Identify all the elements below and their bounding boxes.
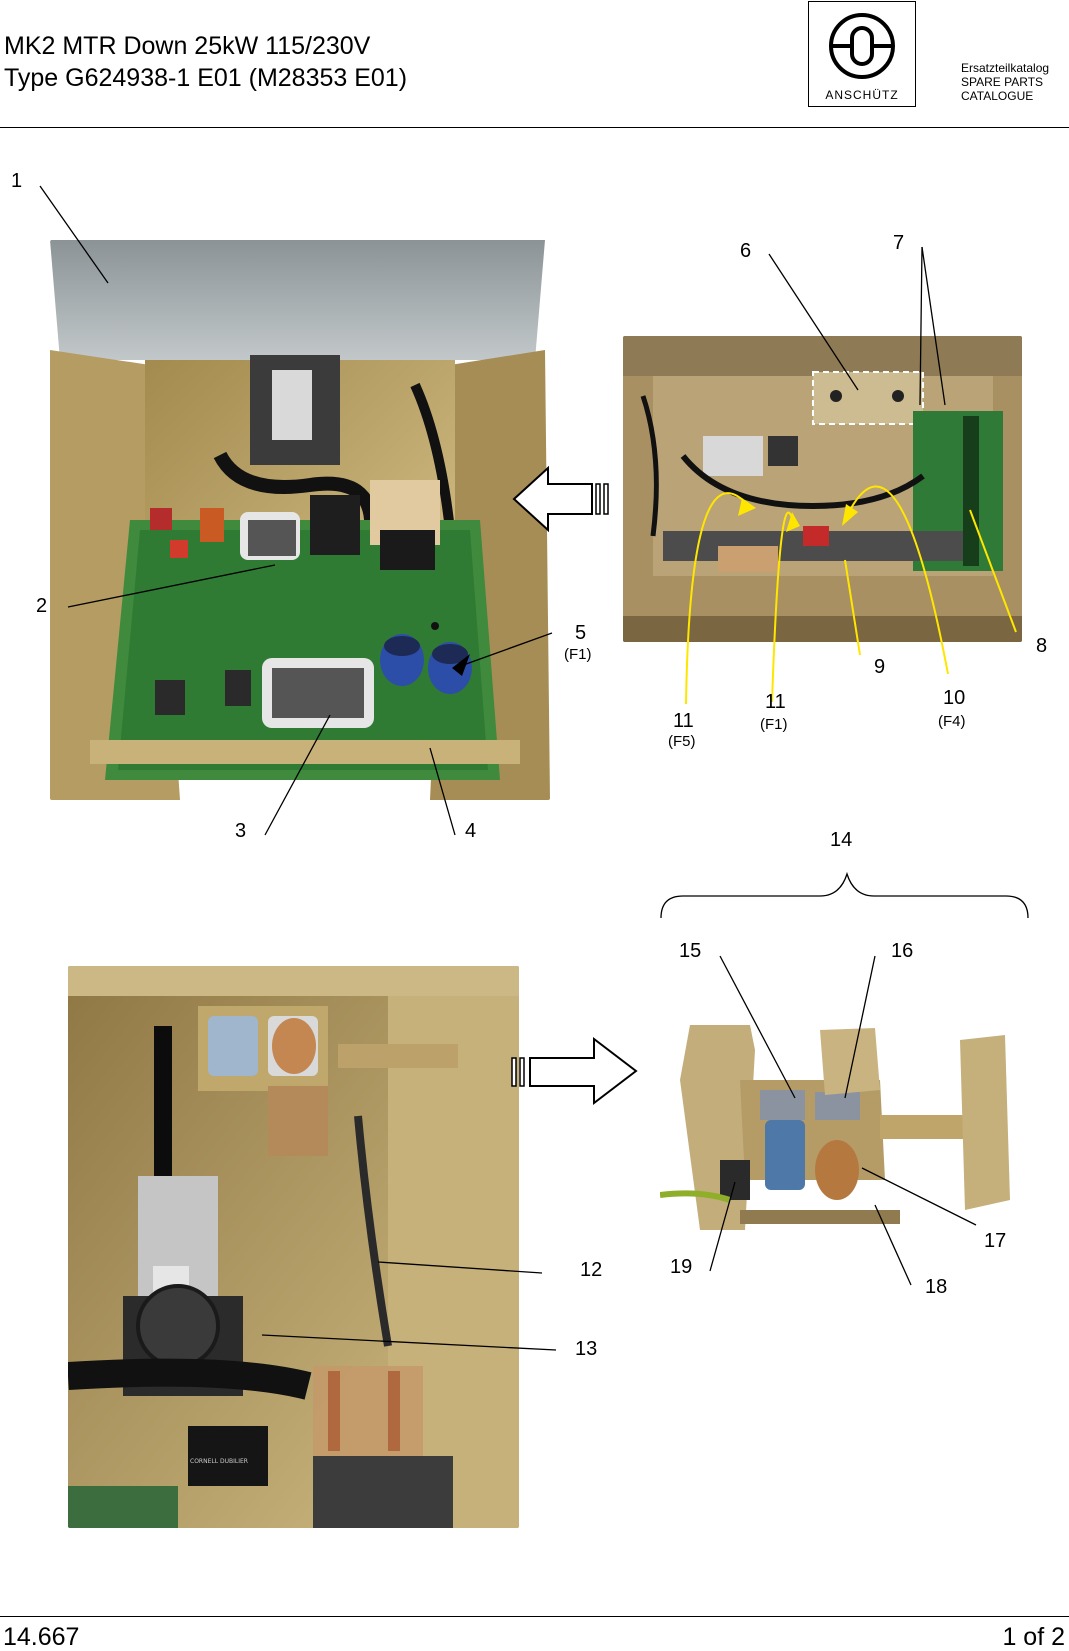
logo-text: ANSCHÜTZ (825, 88, 899, 102)
callout-14: 14 (830, 829, 853, 851)
photo-lower-unit: CORNELL DUBILIER (68, 966, 519, 1528)
doc-number: 14.667 (3, 1623, 80, 1651)
callout-2: 2 (36, 595, 48, 617)
callout-16: 16 (891, 940, 914, 962)
callout-12: 12 (580, 1259, 603, 1281)
callout-3: 3 (235, 820, 247, 842)
callout-19: 19 (670, 1256, 693, 1278)
callout-15: 15 (679, 940, 702, 962)
page-subtitle: Type G624938-1 E01 (M28353 E01) (4, 64, 408, 92)
page-title: MK2 MTR Down 25kW 115/230V (4, 32, 371, 60)
anschuetz-logo-icon (829, 13, 895, 79)
footer-rule (0, 1616, 1069, 1617)
callout-17: 17 (984, 1230, 1007, 1252)
catalog-label-en-1: SPARE PARTS (961, 75, 1044, 89)
callout-18: 18 (925, 1276, 948, 1298)
callout-10-sub: (F4) (938, 713, 966, 730)
catalog-label-de: Ersatzteilkatalog (961, 61, 1050, 75)
photo-label-text: CORNELL DUBILIER (190, 1458, 248, 1465)
callout-4: 4 (465, 820, 477, 842)
photo-main-unit (50, 240, 550, 800)
photo-module-detail (623, 336, 1022, 642)
arrow-left-icon (512, 465, 609, 533)
header-rule (0, 127, 1069, 128)
callout-11-f1-sub: (F1) (760, 716, 788, 733)
page-number: 1 of 2 (1002, 1623, 1065, 1651)
callout-8: 8 (1036, 635, 1048, 657)
callout-6: 6 (740, 240, 752, 262)
callout-11-f5: 11 (673, 710, 694, 732)
anschuetz-logo: ANSCHÜTZ (808, 1, 916, 107)
arrow-right-icon (511, 1036, 638, 1106)
callout-11-f5-sub: (F5) (668, 733, 696, 750)
callout-7: 7 (893, 232, 905, 254)
catalog-label-en-2: CATALOGUE (961, 89, 1034, 103)
callout-13: 13 (575, 1338, 598, 1360)
callout-9: 9 (874, 656, 886, 678)
callout-5-sub: (F1) (564, 646, 592, 663)
callout-1: 1 (11, 170, 23, 192)
photo-subassembly (660, 1020, 1024, 1230)
callout-11-f1: 11 (765, 691, 786, 713)
callout-10: 10 (943, 687, 966, 709)
callout-5: 5 (575, 622, 587, 644)
